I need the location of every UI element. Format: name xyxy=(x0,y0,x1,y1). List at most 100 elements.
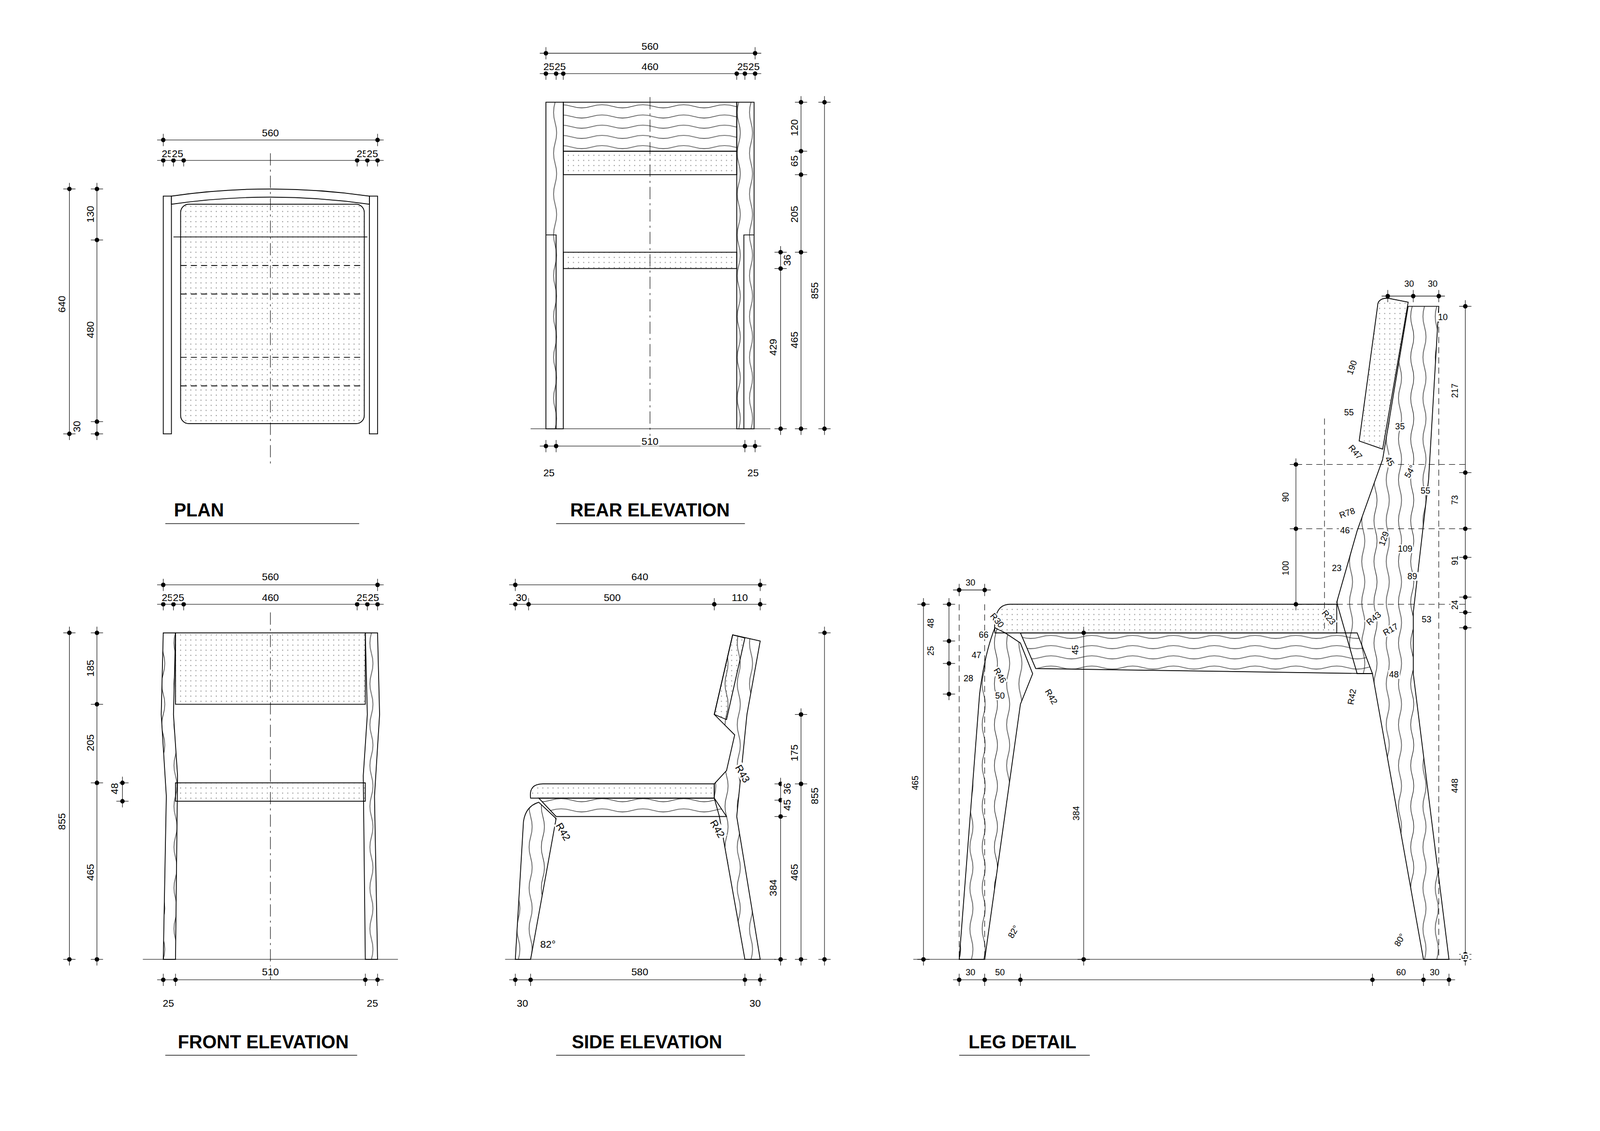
dimension-text: 448 xyxy=(1450,777,1460,794)
dimension-dot xyxy=(171,158,176,163)
dimension-dot xyxy=(946,601,952,607)
dimension-text: 580 xyxy=(630,966,650,977)
dimension-dot xyxy=(513,977,518,983)
dimension-line xyxy=(1083,626,1085,966)
dimension-dot xyxy=(354,601,360,607)
dimension-dot xyxy=(1463,555,1468,560)
dimension-text: 24 xyxy=(1450,599,1460,611)
dimension-text: 25 xyxy=(171,147,185,159)
dimension-dot xyxy=(752,443,758,449)
dimension-text: 205 xyxy=(84,733,95,753)
dimension-dot xyxy=(1018,977,1023,983)
dimension-dot xyxy=(354,158,360,163)
dimension-text: 25 xyxy=(553,61,567,72)
dimension-text: 66 xyxy=(977,630,990,640)
view-title: LEG DETAIL xyxy=(967,1032,1078,1052)
dimension-text: 65 xyxy=(788,154,799,168)
dimension-dot xyxy=(67,630,72,635)
dimension-dot xyxy=(956,977,962,983)
dimension-text: 89 xyxy=(1406,572,1419,581)
dimension-line xyxy=(69,182,70,441)
dimension-text: 45 xyxy=(1071,644,1080,656)
dimension-text: 48 xyxy=(926,617,936,630)
dimension-text: 560 xyxy=(640,40,660,51)
dimension-dot xyxy=(742,443,748,449)
dimension-dot xyxy=(822,630,827,635)
dimension-dot xyxy=(365,601,370,607)
dimension-dot xyxy=(1446,977,1452,983)
dimension-dot xyxy=(798,426,804,431)
dimension-dot xyxy=(921,956,926,962)
dimension-dot xyxy=(742,977,748,983)
dimension-line xyxy=(824,96,825,436)
dimension-dot xyxy=(1385,293,1390,299)
dimension-dot xyxy=(1463,526,1468,531)
dimension-dot xyxy=(758,977,763,983)
dimension-text: 429 xyxy=(767,337,778,357)
dimension-text: 30 xyxy=(1428,968,1441,977)
dimension-text: 10 xyxy=(1437,312,1449,322)
dimension-text: R43 xyxy=(1364,609,1384,628)
dimension-dot xyxy=(560,71,566,76)
dimension-text: 384 xyxy=(767,878,778,897)
dimension-dot xyxy=(67,956,72,962)
dimension-text: R42 xyxy=(553,820,573,843)
dimension-text: 53 xyxy=(1420,615,1433,624)
dimension-text: 45 xyxy=(781,798,793,812)
dimension-dot xyxy=(365,158,370,163)
dimension-dot xyxy=(375,137,380,143)
dimension-line xyxy=(157,160,384,161)
dimension-dot xyxy=(982,587,987,593)
dimension-dot xyxy=(513,582,518,588)
dimension-text: 30 xyxy=(964,968,977,977)
dimension-dot xyxy=(94,780,100,785)
dimension-dot xyxy=(982,977,987,983)
dimension-dot xyxy=(1463,304,1468,309)
dimension-text: 465 xyxy=(788,330,799,350)
dimension-dot xyxy=(798,148,804,154)
dimension-line xyxy=(800,708,802,966)
dimension-dot xyxy=(181,601,186,607)
dimension-dot xyxy=(528,977,533,983)
dimension-text: 465 xyxy=(910,774,920,792)
dimension-dot xyxy=(526,601,531,607)
dimension-text: 50 xyxy=(994,691,1006,701)
dimension-text: 30 xyxy=(1403,279,1415,289)
dimension-text: 129 xyxy=(1376,529,1391,548)
dimension-text: 30 xyxy=(71,419,82,433)
dimension-text: 465 xyxy=(788,863,799,882)
dimension-dot xyxy=(94,237,100,243)
dimension-text: 60 xyxy=(1394,968,1407,977)
dimension-dot xyxy=(513,601,518,607)
dimension-dot xyxy=(822,100,827,105)
dimension-dot xyxy=(94,186,100,191)
dimension-text: 109 xyxy=(1396,544,1414,554)
view-title: FRONT ELEVATION xyxy=(176,1032,350,1052)
dimension-text: 185 xyxy=(84,659,95,678)
dimension-line xyxy=(539,73,762,74)
dimension-dot xyxy=(120,798,125,804)
dimension-text: 48 xyxy=(109,782,120,796)
dimension-text: 36 xyxy=(781,253,793,267)
dimension-text: 110 xyxy=(730,591,749,602)
dimension-dot xyxy=(752,50,758,56)
dimension-dot xyxy=(1463,470,1468,475)
dimension-text: R46 xyxy=(991,665,1009,686)
dimension-dot xyxy=(798,249,804,255)
dimension-line xyxy=(824,626,825,966)
dimension-text: 25 xyxy=(366,591,381,602)
dimension-line xyxy=(96,182,98,441)
dimension-dot xyxy=(161,977,166,983)
dimension-dot xyxy=(375,977,380,983)
view-title: REAR ELEVATION xyxy=(569,500,731,520)
dimension-text: 90 xyxy=(1281,491,1291,503)
dimension-dot xyxy=(752,71,758,76)
dimension-text: 91 xyxy=(1450,554,1460,567)
dimension-dot xyxy=(921,601,926,607)
dimension-dot xyxy=(94,956,100,962)
dimension-text: 510 xyxy=(640,435,660,446)
dimension-text: 45 xyxy=(1382,454,1397,469)
dimension-text: 55 xyxy=(1419,486,1432,496)
dimension-dot xyxy=(758,601,763,607)
dimension-text: 500 xyxy=(602,591,622,602)
